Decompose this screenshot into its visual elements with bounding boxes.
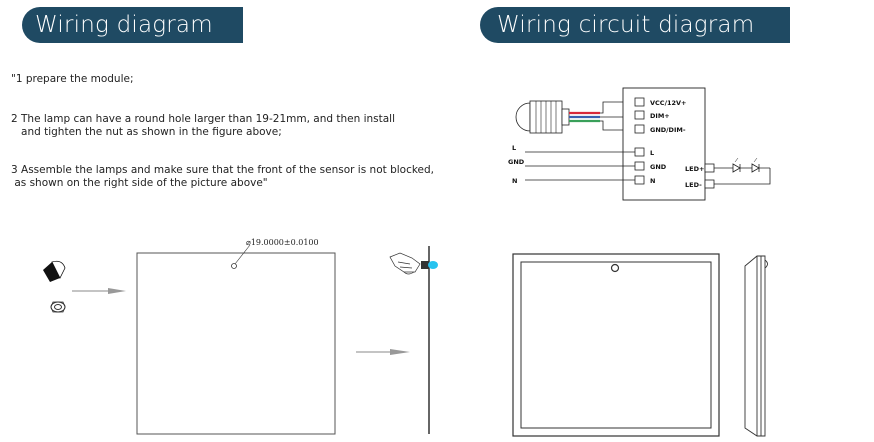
instruction-step-2: 2 The lamp can have a round hole larger … [11,113,396,138]
circuit-diagram [515,87,771,201]
arrow-right-icon [390,349,410,355]
terminal-vcc [634,97,645,107]
label-led-plus: LED+ [685,165,704,173]
instruction-step-3: 3 Assemble the lamps and make sure that … [11,164,435,189]
header-wiring-circuit-diagram: Wiring circuit diagram [480,7,790,43]
arrow-right-icon [108,288,126,294]
nut-icon [50,301,66,313]
label-vcc: VCC/12V+ [650,99,686,107]
lamp-side-profile [744,255,768,437]
label-dim-plus: DIM+ [650,112,670,120]
terminal-gnd [634,161,645,171]
header-wiring-diagram: Wiring diagram [22,7,243,43]
label-led-minus: LED- [685,181,702,189]
lamp-frame-outer [512,253,720,437]
terminal-dim-plus [634,110,645,120]
label-gnd-dim: GND/DIM- [650,126,686,134]
instruction-step-1: "1 prepare the module; [11,73,134,85]
hole-dimension-label: ⌀19.0000±0.0100 [246,238,319,247]
sensor-glow [428,261,438,269]
terminal-led-minus [704,179,715,189]
led-diode-icon [732,163,741,173]
sensor-hand-icon [389,252,421,275]
sensor-connector [561,108,570,126]
finished-lamp-drawing [512,253,768,437]
panel-front [136,252,336,435]
led-diode-icon [751,163,760,173]
mounting-hole [231,263,237,269]
terminal-l [634,147,645,157]
label-n: N [650,177,655,185]
label-l: L [650,149,654,157]
installation-step-drawing [43,244,438,435]
input-label-n: N [512,177,517,185]
input-label-gnd: GND [508,158,525,166]
terminal-led-plus [704,163,715,173]
input-label-l: L [512,144,516,152]
lamp-frame-inner [520,261,712,429]
lamp-sensor-icon [610,263,620,273]
sensor-dome-icon [515,102,531,132]
terminal-n [634,175,645,185]
label-gnd: GND [650,163,667,171]
terminal-gnd-dim [634,124,645,134]
